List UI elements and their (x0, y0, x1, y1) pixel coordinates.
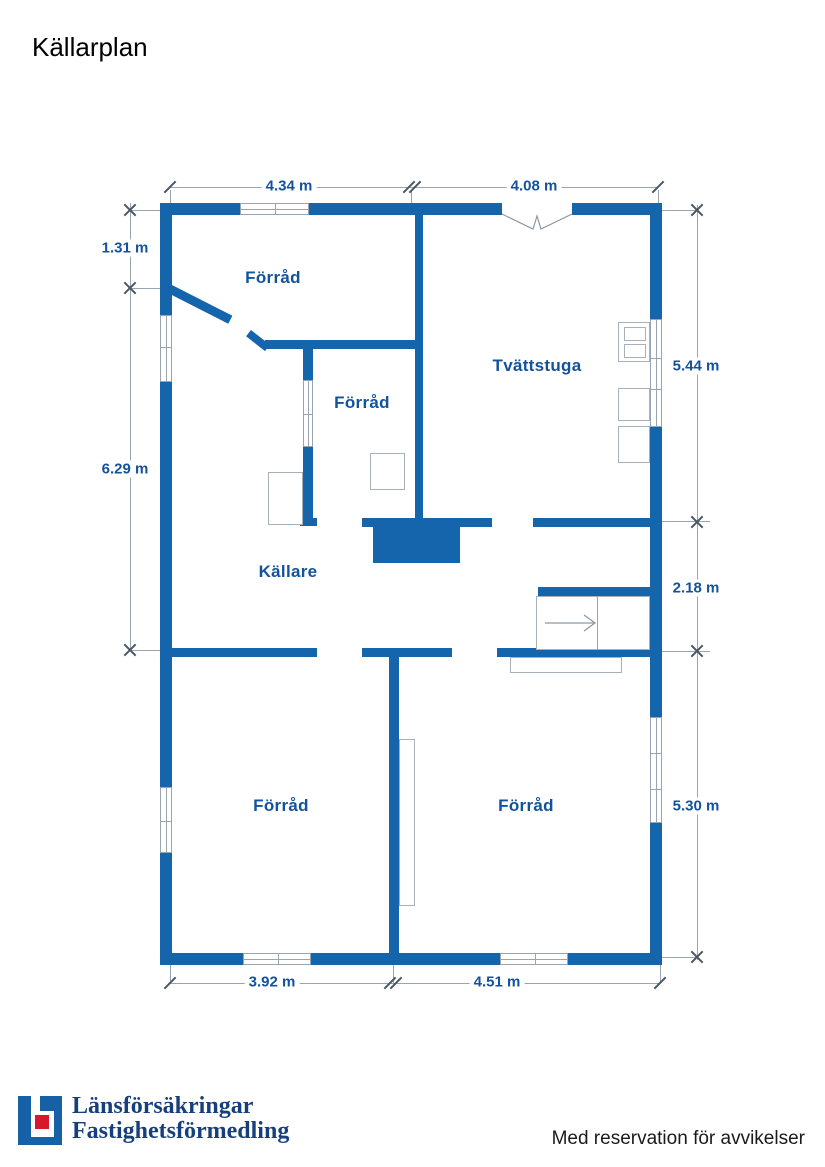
dim-label-left-1: 1.31 m (97, 239, 153, 257)
window-bottom-left-mullion (278, 954, 279, 964)
window-left-lower-mullion (166, 788, 167, 852)
dim-label-top-2: 4.08 m (506, 177, 562, 195)
wall-interior-wall-v2-cap (300, 518, 317, 526)
dim-label-right-1: 5.44 m (668, 357, 724, 375)
door-frame-v2-mullion (308, 381, 309, 446)
ext-left-2 (130, 288, 160, 289)
wall-exterior-wall-top-a (160, 203, 240, 215)
wall-exterior-wall-top-b (309, 203, 502, 215)
furniture-appliance-b (618, 426, 650, 463)
wall-chimney-block (373, 527, 460, 563)
window-left-upper-mullion (161, 347, 171, 348)
stair-divider (597, 596, 598, 650)
window-left-upper (160, 315, 172, 382)
window-bottom-right-mullion (535, 954, 536, 964)
window-right-lower-mullion (651, 753, 661, 754)
wall-exterior-wall-right-b (650, 427, 662, 717)
page-title: Källarplan (32, 32, 148, 62)
ext-left-1 (130, 210, 160, 211)
ext-right-1 (662, 210, 697, 211)
wall-exterior-wall-right-a (650, 203, 662, 319)
wall-exterior-wall-left-c (160, 853, 172, 965)
dim-label-left-2: 6.29 m (97, 460, 153, 478)
furniture-washer-drum-b (624, 344, 646, 358)
dim-label-right-2: 2.18 m (668, 579, 724, 597)
ext-top-2 (411, 190, 412, 203)
wall-interior-wall-v3 (389, 657, 399, 953)
room-label-forrad-nw: Förråd (245, 268, 301, 287)
ext-right-4 (662, 957, 697, 958)
brand-line-1: Länsförsäkringar (72, 1093, 254, 1119)
furniture-washer-drum-a (624, 327, 646, 341)
wall-interior-wall-h6 (497, 648, 662, 657)
furniture-cabinet-forrad (370, 453, 405, 490)
wall-exterior-wall-left-a (160, 203, 172, 315)
ext-bottom-2 (393, 965, 394, 983)
ext-top-3 (658, 190, 659, 203)
window-bottom-right-mullion (501, 959, 567, 960)
dim-label-bottom-2: 4.51 m (469, 973, 525, 991)
wall-interior-wall-h4 (160, 648, 317, 657)
room-label-kallare: Källare (258, 562, 318, 581)
wall-exterior-wall-bottom-b (311, 953, 500, 965)
ext-bottom-3 (660, 965, 661, 983)
window-right-upper-mullion (651, 389, 661, 390)
wall-exterior-wall-right-c (650, 823, 662, 965)
wall-interior-wall-v2-upper (303, 349, 313, 380)
room-label-forrad-sw: Förråd (253, 796, 309, 815)
window-right-upper-mullion (656, 320, 657, 426)
window-left-lower-mullion (161, 821, 171, 822)
dim-line-bottom (170, 983, 660, 984)
ext-bottom-1 (170, 965, 171, 983)
furniture-bench-forrad-se (399, 739, 415, 906)
brand-line-2: Fastighetsförmedling (72, 1118, 290, 1144)
dim-label-right-3: 5.30 m (668, 797, 724, 815)
furniture-appliance-a (618, 388, 650, 421)
furniture-stair-upper (536, 596, 650, 650)
wall-exterior-wall-bottom-c (568, 953, 662, 965)
wall-interior-wall-h3-stair (538, 587, 650, 596)
ext-right-3 (662, 651, 710, 652)
dim-label-bottom-1: 3.92 m (244, 973, 300, 991)
wall-interior-wall-h2 (533, 518, 650, 527)
entry-door-swing-icon (501, 213, 573, 230)
brand-wordmark: Länsförsäkringar Fastighetsförmedling (72, 1094, 289, 1144)
entry-door-leaf (165, 284, 233, 324)
lansforsakringar-logo-icon (18, 1096, 62, 1145)
door-frame-v2 (303, 380, 313, 447)
window-right-lower (650, 717, 662, 823)
dim-label-top-1: 4.34 m (261, 177, 317, 195)
window-right-lower-mullion (651, 789, 661, 790)
window-bottom-left-mullion (244, 959, 310, 960)
ext-top-1 (170, 190, 171, 203)
room-label-forrad-se: Förråd (498, 796, 554, 815)
window-top (240, 203, 309, 215)
dim-line-left (130, 203, 131, 650)
wall-exterior-wall-left-b (160, 382, 172, 787)
window-bottom-right (500, 953, 568, 965)
ext-left-3 (130, 650, 160, 651)
window-right-upper-mullion (651, 358, 661, 359)
wall-exterior-wall-top-c (572, 203, 662, 215)
window-top-mullion (241, 209, 308, 210)
wall-chimney-ledge (362, 518, 492, 527)
wall-interior-wall-v1 (415, 215, 423, 527)
window-left-upper-mullion (166, 316, 167, 381)
room-label-tvattstuga: Tvättstuga (492, 356, 582, 375)
furniture-stair-lower (510, 657, 622, 673)
wall-exterior-wall-bottom-a (160, 953, 243, 965)
wall-interior-wall-h5 (362, 648, 452, 657)
room-label-forrad-mid: Förråd (334, 393, 390, 412)
wall-interior-wall-v2-lower (303, 447, 313, 518)
disclaimer-text: Med reservation för avvikelser (551, 1128, 805, 1149)
furniture-cabinet-kallare (268, 472, 303, 525)
window-right-upper (650, 319, 662, 427)
window-bottom-left (243, 953, 311, 965)
wall-interior-wall-h1 (265, 340, 415, 349)
window-right-lower-mullion (656, 718, 657, 822)
ext-right-2 (662, 521, 710, 522)
window-top-mullion (275, 204, 276, 214)
window-left-lower (160, 787, 172, 853)
door-frame-v2-mullion (304, 414, 312, 415)
